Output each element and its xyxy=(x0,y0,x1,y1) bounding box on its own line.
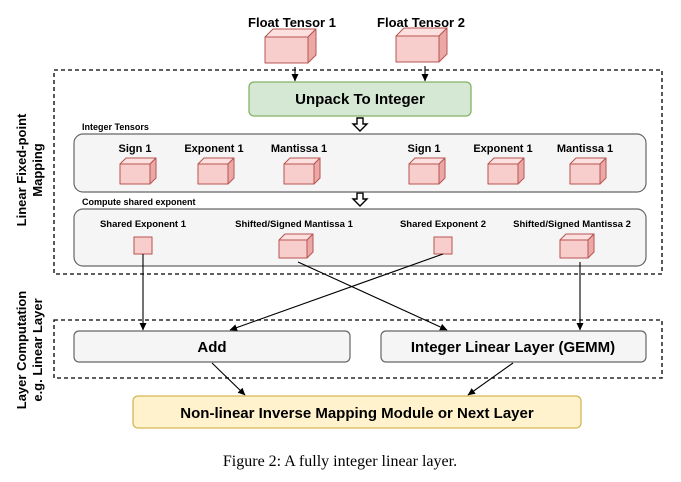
float-tensor-2-cube-top xyxy=(395,27,448,37)
exponent-1-label: Exponent 1 xyxy=(184,143,243,155)
sign-2-cube xyxy=(408,157,446,185)
compute-section-label: Layer Computation e.g. Linear Layer xyxy=(14,291,45,410)
gemm-box xyxy=(380,330,647,363)
shifted-signed-mantissa-1-cube-front xyxy=(278,239,308,259)
hollow-down-arrow-2 xyxy=(351,192,369,207)
output-box xyxy=(132,395,582,429)
mantissa-2-label: Mantissa 1 xyxy=(557,143,613,155)
exponent-2-cube-front xyxy=(487,163,519,185)
sign-1-label: Sign 1 xyxy=(118,143,151,155)
exponent-2-label: Exponent 1 xyxy=(473,143,532,155)
sign-1-cube xyxy=(119,157,157,185)
shifted-signed-mantissa-2-cube xyxy=(559,233,595,259)
mapping-section-label: Linear Fixed-point Mapping xyxy=(14,113,45,226)
exponent-1-cube-front xyxy=(197,163,229,185)
float-tensor-1-cube-front xyxy=(264,36,309,64)
mantissa-1-label: Mantissa 1 xyxy=(271,143,327,155)
float-tensor-1-cube-top xyxy=(264,28,317,38)
compute-label-line2: e.g. Linear Layer xyxy=(30,298,45,401)
shared-exponent-1-label: Shared Exponent 1 xyxy=(100,219,187,230)
compute-shared-exponent-title: Compute shared exponent xyxy=(82,197,196,207)
shifted-signed-mantissa-2-label: Shifted/Signed Mantissa 2 xyxy=(513,219,631,230)
unpack-to-integer-label: Unpack To Integer xyxy=(295,91,425,108)
mantissa-2-cube-front xyxy=(569,163,601,185)
add-box xyxy=(73,330,351,363)
mapping-label-line1: Linear Fixed-point xyxy=(14,113,29,226)
mantissa-1-cube xyxy=(283,157,321,185)
float-tensor-2-cube-front xyxy=(395,35,440,63)
float-tensor-1-label: Float Tensor 1 xyxy=(248,15,336,30)
shifted-signed-mantissa-1-label: Shifted/Signed Mantissa 1 xyxy=(235,219,353,230)
fixed-point-mapping-region xyxy=(53,69,663,275)
mantissa-1-cube-front xyxy=(283,163,315,185)
add-label: Add xyxy=(197,339,226,356)
arrow-mantissa-1-to-gemm xyxy=(297,261,448,331)
mantissa-2-cube xyxy=(569,157,607,185)
compute-label-line1: Layer Computation xyxy=(14,291,29,410)
sign-1-cube-front xyxy=(119,163,151,185)
mapping-label-line2: Mapping xyxy=(30,143,45,196)
shifted-signed-mantissa-2-cube-front xyxy=(559,239,589,259)
arrow-shared-exp-2-to-add xyxy=(229,253,444,331)
shared-exponent-1-square xyxy=(133,236,153,255)
float-tensor-1-cube xyxy=(264,28,317,64)
sign-2-cube-front xyxy=(408,163,440,185)
sign-2-label: Sign 1 xyxy=(407,143,440,155)
hollow-down-arrow-1 xyxy=(351,117,369,132)
shifted-signed-mantissa-1-cube xyxy=(278,233,314,259)
figure-caption: Figure 2: A fully integer linear layer. xyxy=(223,453,457,470)
integer-tensors-title: Integer Tensors xyxy=(82,122,149,132)
shared-exponent-panel xyxy=(73,208,647,267)
shared-exponent-2-label: Shared Exponent 2 xyxy=(400,219,486,230)
output-label: Non-linear Inverse Mapping Module or Nex… xyxy=(180,405,534,422)
float-tensor-2-cube xyxy=(395,27,448,63)
float-tensor-2-label: Float Tensor 2 xyxy=(377,15,465,30)
exponent-2-cube xyxy=(487,157,525,185)
arrow-add-to-output xyxy=(211,362,246,396)
gemm-label: Integer Linear Layer (GEMM) xyxy=(411,339,615,356)
arrow-gemm-to-output xyxy=(467,362,514,396)
layer-computation-region xyxy=(53,319,663,379)
shared-exponent-2-square xyxy=(433,236,453,255)
exponent-1-cube xyxy=(197,157,235,185)
unpack-to-integer-box xyxy=(248,81,472,117)
